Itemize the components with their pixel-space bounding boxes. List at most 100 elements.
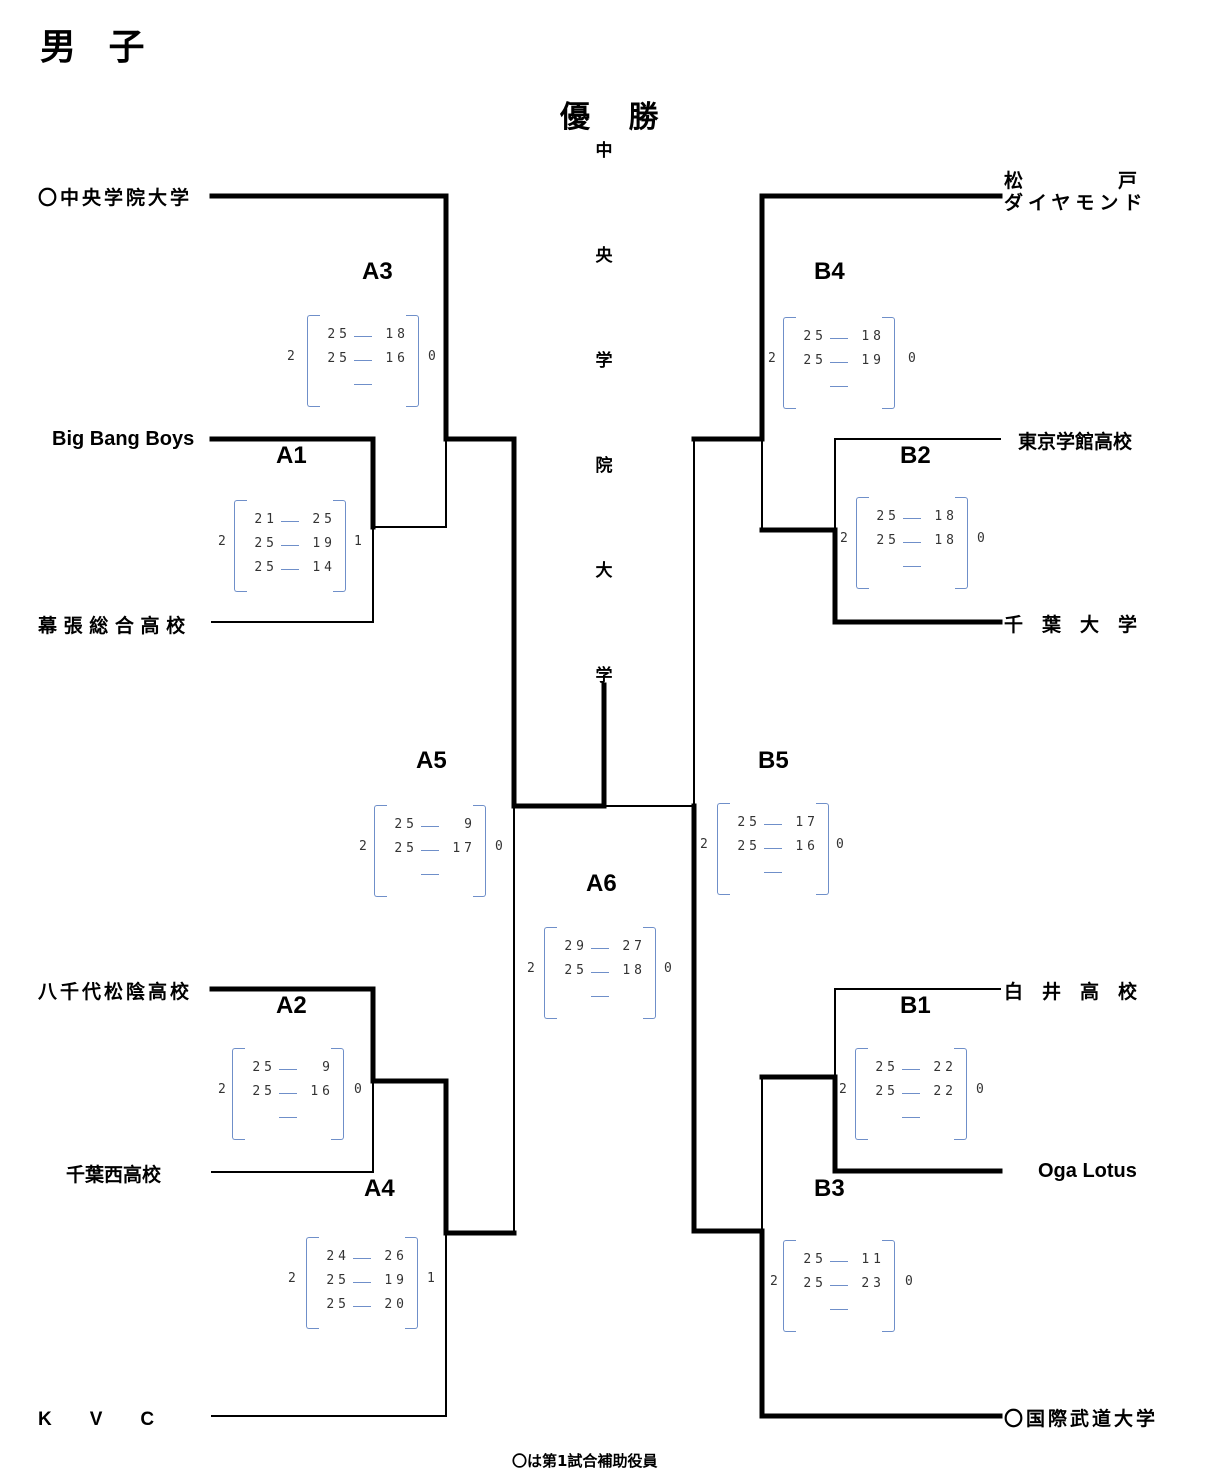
footnote: 〇は第1試合補助役員 [512, 1452, 658, 1470]
match-code-B1: B1 [900, 992, 931, 1019]
score-dash [421, 874, 439, 876]
sets-won-right-A3: 0 [428, 349, 436, 364]
sets-won-left-A3: 2 [287, 349, 295, 364]
team-name-right-3: 千 葉 大 学 [1004, 614, 1138, 636]
champion-name-char: 中 [595, 141, 613, 161]
bracket-right-decoration [405, 1237, 418, 1329]
bracket-right-decoration [816, 803, 829, 895]
set-score-left: 25 [875, 1084, 899, 1099]
set-score-right: 19 [312, 536, 336, 551]
score-dash [354, 384, 372, 386]
set-score-row [544, 987, 656, 1009]
sets-won-left-A4: 2 [288, 1271, 296, 1286]
score-dash [830, 1285, 848, 1287]
sets-won-left-B5: 2 [700, 837, 708, 852]
team-name-line: ダイヤモンド [1004, 192, 1148, 214]
set-score-row: 25 14 [234, 560, 346, 582]
score-dash [830, 1261, 848, 1263]
bracket-left-decoration [307, 315, 320, 407]
set-score-left: 25 [394, 817, 418, 832]
set-score-left: 25 [327, 327, 351, 342]
bracket-left-decoration [717, 803, 730, 895]
score-dash [830, 362, 848, 364]
score-dash [281, 545, 299, 547]
set-score-left: 25 [803, 1252, 827, 1267]
sets-won-left-B4: 2 [768, 351, 776, 366]
score-dash [830, 338, 848, 340]
set-score-left: 25 [876, 533, 900, 548]
match-code-A5: A5 [416, 747, 447, 774]
set-score-left: 25 [875, 1060, 899, 1075]
match-code-A6: A6 [586, 870, 617, 897]
match-code-A1: A1 [276, 442, 307, 469]
team-name-right-6: 〇国際武道大学 [1004, 1408, 1159, 1430]
score-dash [764, 824, 782, 826]
sets-won-right-B2: 0 [977, 531, 985, 546]
sets-won-left-A5: 2 [359, 839, 367, 854]
set-score-right: 16 [385, 351, 409, 366]
score-dash [903, 542, 921, 544]
sets-won-right-A6: 0 [664, 961, 672, 976]
bracket-left-decoration [783, 1240, 796, 1332]
team-name-left-6: K V C [38, 1409, 155, 1430]
set-score-left: 25 [394, 841, 418, 856]
bracket-right-decoration [882, 317, 895, 409]
sets-won-left-B2: 2 [840, 531, 848, 546]
score-dash [902, 1117, 920, 1119]
champion-name-char: 大 [595, 561, 613, 581]
bracket-right-decoration [331, 1048, 344, 1140]
team-name-right-4: 白 井 高 校 [1004, 981, 1138, 1003]
sets-won-right-B5: 0 [836, 837, 844, 852]
sets-won-left-B1: 2 [839, 1082, 847, 1097]
set-score-row [783, 1300, 895, 1322]
set-score-row [307, 375, 419, 397]
set-score-left: 25 [326, 1297, 350, 1312]
set-score-right: 9 [464, 817, 476, 832]
bracket-left-decoration [783, 317, 796, 409]
sets-won-right-B4: 0 [908, 351, 916, 366]
bracket-left-decoration [544, 927, 557, 1019]
score-dash [279, 1069, 297, 1071]
set-score-left: 25 [254, 560, 278, 575]
score-dash [830, 1309, 848, 1311]
bracket-right-decoration [643, 927, 656, 1019]
set-score-left: 25 [803, 329, 827, 344]
score-dash [902, 1093, 920, 1095]
set-score-row [856, 557, 968, 579]
bracket-left-decoration [856, 497, 869, 589]
score-dash [764, 848, 782, 850]
set-score-right: 9 [322, 1060, 334, 1075]
score-dash [903, 518, 921, 520]
sets-won-right-A5: 0 [495, 839, 503, 854]
score-dash [281, 521, 299, 523]
sets-won-left-A6: 2 [527, 961, 535, 976]
score-dash [421, 826, 439, 828]
set-score-row [374, 865, 486, 887]
set-score-row [232, 1108, 344, 1130]
score-dash [902, 1069, 920, 1071]
set-score-right: 14 [312, 560, 336, 575]
set-score-left: 25 [803, 353, 827, 368]
set-score-right: 16 [310, 1084, 334, 1099]
bracket-left-decoration [855, 1048, 868, 1140]
set-score-row [717, 863, 829, 885]
champion-name-char: 院 [595, 456, 613, 476]
